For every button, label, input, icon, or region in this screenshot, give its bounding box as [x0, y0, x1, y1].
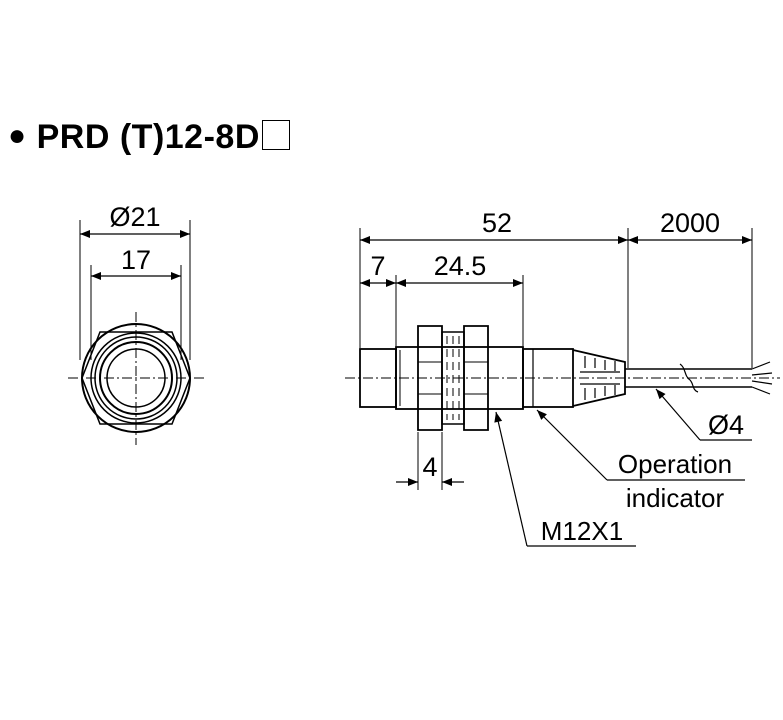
washer — [441, 331, 465, 425]
dim-label-inner-width: 17 — [121, 245, 151, 275]
dim-label-nut-thickness: 4 — [422, 452, 437, 482]
dim-label-total-length: 52 — [482, 208, 512, 238]
dim-label-outer-diameter: Ø21 — [109, 202, 160, 232]
thread-inner-circle — [94, 336, 178, 420]
nut-2-faces — [464, 361, 488, 395]
diagram-title: ● PRD (T)12-8D — [8, 118, 290, 157]
dim-label-cable-length: 2000 — [660, 208, 720, 238]
front-outer-circle — [81, 323, 191, 433]
dim-label-thread-length: 24.5 — [434, 251, 487, 281]
dim-label-sensing-face: 7 — [370, 251, 385, 281]
sensing-face-outer — [99, 341, 173, 415]
cable-wires — [751, 361, 773, 395]
label-operation: Operation — [618, 449, 732, 479]
sensing-face-inner — [106, 348, 166, 408]
leader-cable-diameter — [655, 388, 701, 441]
washer-teeth — [446, 336, 460, 420]
front-view — [68, 220, 205, 445]
side-view — [345, 228, 780, 547]
thread-outer-circle — [90, 332, 182, 424]
cable-break-mark — [679, 363, 699, 393]
title-option-box — [261, 120, 290, 150]
rear-housing — [522, 348, 574, 408]
dim-label-cable-diameter: Ø4 — [708, 410, 744, 440]
label-thread-spec: M12X1 — [541, 516, 623, 546]
title-model: PRD (T)12-8D — [36, 118, 260, 156]
label-indicator: indicator — [626, 483, 725, 513]
strain-relief-ribs — [584, 356, 616, 400]
strain-relief-slots — [580, 371, 620, 385]
title-bullet: ● — [8, 119, 27, 152]
strain-relief — [572, 349, 626, 407]
nut-1 — [417, 325, 443, 431]
leader-operation-indicator — [536, 409, 608, 481]
nut-1-faces — [418, 361, 442, 395]
leader-thread — [494, 411, 528, 547]
